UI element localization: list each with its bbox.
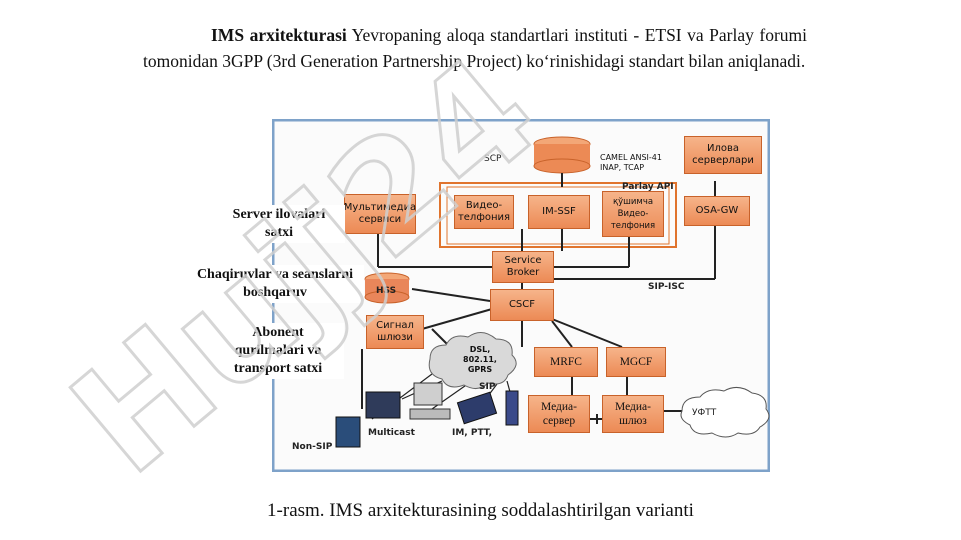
ip-phone-icon: [456, 391, 498, 425]
mgcf-box: MGCF: [606, 347, 666, 377]
hss-bottom: [364, 290, 410, 304]
access-network-cloud: [428, 332, 517, 389]
label-control-layer: Chaqiruvlar va seanslarni boshqaruv: [186, 265, 364, 303]
media-server-box: Медиа-сервер: [528, 395, 590, 433]
figure-caption: 1-rasm. IMS arxitekturasining soddalasht…: [267, 500, 694, 521]
intro-term: IMS arxitekturasi: [211, 25, 347, 45]
cscf-box: CSCF: [490, 289, 554, 321]
im-ssf-box: IM-SSF: [528, 195, 590, 229]
hss-label: HSS: [376, 286, 396, 296]
media-gateway-box: Медиа-шлюз: [602, 395, 664, 433]
mrfc-box: MRFC: [534, 347, 598, 377]
monitor-icon: [365, 391, 401, 419]
multimedia-box: Мультимедиа сервиси: [344, 194, 416, 234]
keyboard-icon: [409, 408, 451, 420]
label-server-layer: Server ilovalari satxi: [213, 205, 345, 243]
multicast-label: Multicast: [368, 428, 416, 438]
sip-label: SIP: [479, 382, 496, 392]
label-transport-layer: Abonent qurilmalari va transport satxi: [212, 323, 344, 379]
ims-architecture-diagram: SCP Parlay API SIP-ISC HSS SIP Multicast…: [272, 119, 770, 472]
desk-phone-icon: [335, 416, 361, 448]
uftt-cloud: [680, 387, 770, 438]
group-frame: [439, 182, 677, 248]
non-sip-label: Non-SIP: [292, 442, 333, 452]
uftt-label: УФТТ: [692, 408, 717, 418]
scp-label: SCP: [484, 154, 502, 164]
mobile-phone-icon: [505, 390, 519, 426]
access-network-label: DSL, 802.11, GPRS: [463, 345, 497, 374]
group-frame-inner: [446, 186, 670, 245]
intro-text: Yevropaning aloqa standartlari instituti…: [143, 25, 807, 71]
scp-bottom: [533, 158, 591, 174]
camel-label: CAMEL ANSI-41 INAP, TCAP: [600, 153, 662, 172]
sip-isc-label: SIP-ISC: [648, 282, 685, 292]
osa-gw-box: OSA-GW: [684, 196, 750, 226]
video-telephony-box: Видео-телфония: [454, 195, 514, 229]
intro-paragraph: IMS arxitekturasi Yevropaning aloqa stan…: [143, 22, 807, 74]
service-broker-box: Service Broker: [492, 251, 554, 283]
app-servers-box: Илова серверлари: [684, 136, 762, 174]
parlay-api-label: Parlay API: [622, 182, 674, 192]
signal-gateway-box: Сигнал шлюзи: [366, 315, 424, 349]
im-ptt-label: IM, PTT,: [452, 428, 492, 438]
computer-icon: [413, 382, 443, 406]
extra-video-box: қўшимча Видео-телфония: [602, 191, 664, 237]
